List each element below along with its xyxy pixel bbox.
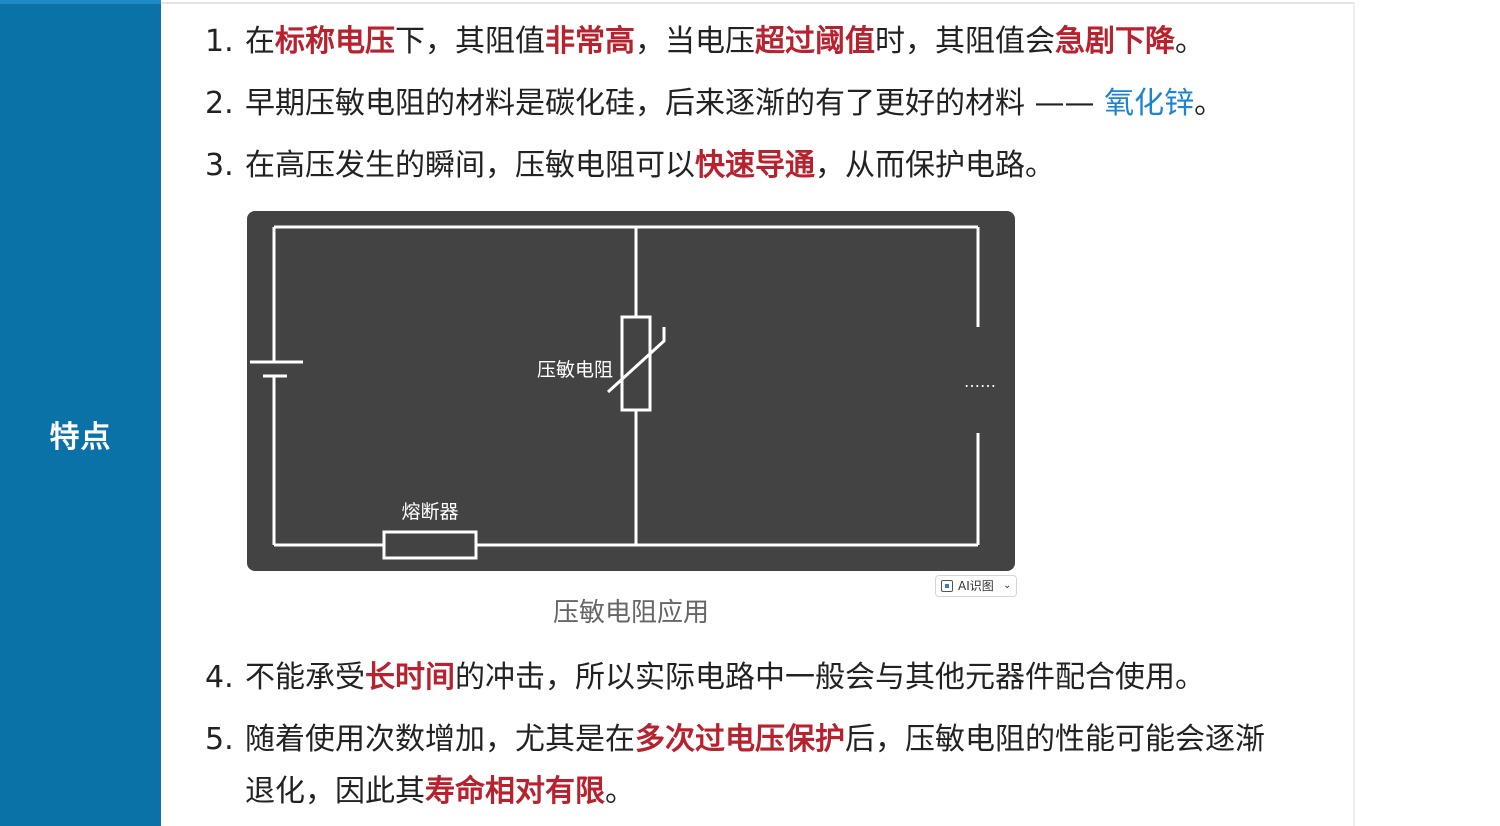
highlight-text: 非常高: [545, 24, 635, 59]
body-text: 的冲击，所以实际电路中一般会与其他元器件配合使用。: [455, 660, 1205, 695]
list-item-3: 3. 在高压发生的瞬间，压敏电阻可以快速导通，从而保护电路。: [205, 140, 1055, 192]
list-text: 在标称电压下，其阻值非常高，当电压超过阈值时，其阻值会急剧下降。: [245, 16, 1205, 68]
body-text: 时，其阻值会: [875, 24, 1055, 59]
body-text: 早期压敏电阻的材料是碳化硅，后来逐渐的有了更好的材料 ——: [245, 86, 1105, 121]
ellipsis-label: ……: [964, 372, 996, 391]
body-text: 不能承受: [245, 660, 365, 695]
body-text: 在: [245, 24, 275, 59]
varistor-label: 压敏电阻: [537, 359, 613, 381]
highlight-text: 寿命相对有限: [425, 774, 605, 809]
list-text: 随着使用次数增加，尤其是在多次过电压保护后，压敏电阻的性能可能会逐渐退化，因此其…: [245, 714, 1265, 818]
highlight-text: 长时间: [365, 660, 455, 695]
fuse-label: 熔断器: [401, 501, 458, 523]
highlight-text: 标称电压: [275, 24, 395, 59]
body-text: 后，压敏电阻的性能可能会逐渐: [845, 722, 1265, 757]
sidebar: 特点: [0, 0, 161, 826]
body-text: 。: [605, 774, 635, 809]
right-divider: [1353, 2, 1355, 826]
ai-image-button[interactable]: AI识图 ⌄: [935, 575, 1017, 597]
list-item-4: 4. 不能承受长时间的冲击，所以实际电路中一般会与其他元器件配合使用。: [205, 652, 1205, 704]
circuit-svg: 压敏电阻 熔断器 ……: [250, 225, 996, 560]
varistor-slash: [606, 327, 666, 394]
figure-caption: 压敏电阻应用: [552, 598, 709, 628]
zinc-oxide-link[interactable]: 氧化锌: [1104, 86, 1195, 121]
list-text: 早期压敏电阻的材料是碳化硅，后来逐渐的有了更好的材料 —— 氧化锌。: [245, 78, 1224, 130]
ai-button-label: AI识图: [958, 579, 994, 593]
body-text: 退化，因此其: [245, 774, 425, 809]
highlight-text: 急剧下降: [1055, 24, 1175, 59]
highlight-text: 超过阈值: [755, 24, 875, 59]
body-text: 在高压发生的瞬间，压敏电阻可以: [245, 148, 695, 183]
list-item-1: 1. 在标称电压下，其阻值非常高，当电压超过阈值时，其阻值会急剧下降。: [205, 16, 1205, 68]
top-divider: [161, 2, 1354, 4]
sidebar-label: 特点: [49, 420, 112, 455]
list-text: 不能承受长时间的冲击，所以实际电路中一般会与其他元器件配合使用。: [245, 652, 1205, 704]
body-text: ，当电压: [635, 24, 755, 59]
list-number: 3.: [205, 148, 234, 183]
circuit-diagram: 压敏电阻 熔断器 ……: [247, 211, 1015, 571]
fuse-symbol: [382, 530, 478, 560]
chevron-down-icon: ⌄: [1003, 580, 1012, 591]
list-number: 1.: [205, 24, 234, 59]
highlight-text: 多次过电压保护: [635, 722, 845, 757]
body-text: 。: [1194, 86, 1225, 121]
body-text: 下，其阻值: [395, 24, 545, 59]
scan-icon: [941, 580, 953, 592]
list-item-2: 2. 早期压敏电阻的材料是碳化硅，后来逐渐的有了更好的材料 —— 氧化锌。: [205, 78, 1224, 130]
body-text: 。: [1175, 24, 1205, 59]
list-number: 5.: [205, 722, 234, 757]
list-text: 在高压发生的瞬间，压敏电阻可以快速导通，从而保护电路。: [245, 140, 1055, 192]
body-text: 随着使用次数增加，尤其是在: [245, 722, 635, 757]
varistor-symbol: [620, 315, 652, 412]
list-number: 2.: [205, 86, 234, 121]
list-number: 4.: [205, 660, 234, 695]
highlight-text: 快速导通: [695, 148, 815, 183]
list-item-5: 5. 随着使用次数增加，尤其是在多次过电压保护后，压敏电阻的性能可能会逐渐退化，因…: [205, 714, 1265, 818]
body-text: ，从而保护电路。: [815, 148, 1055, 183]
